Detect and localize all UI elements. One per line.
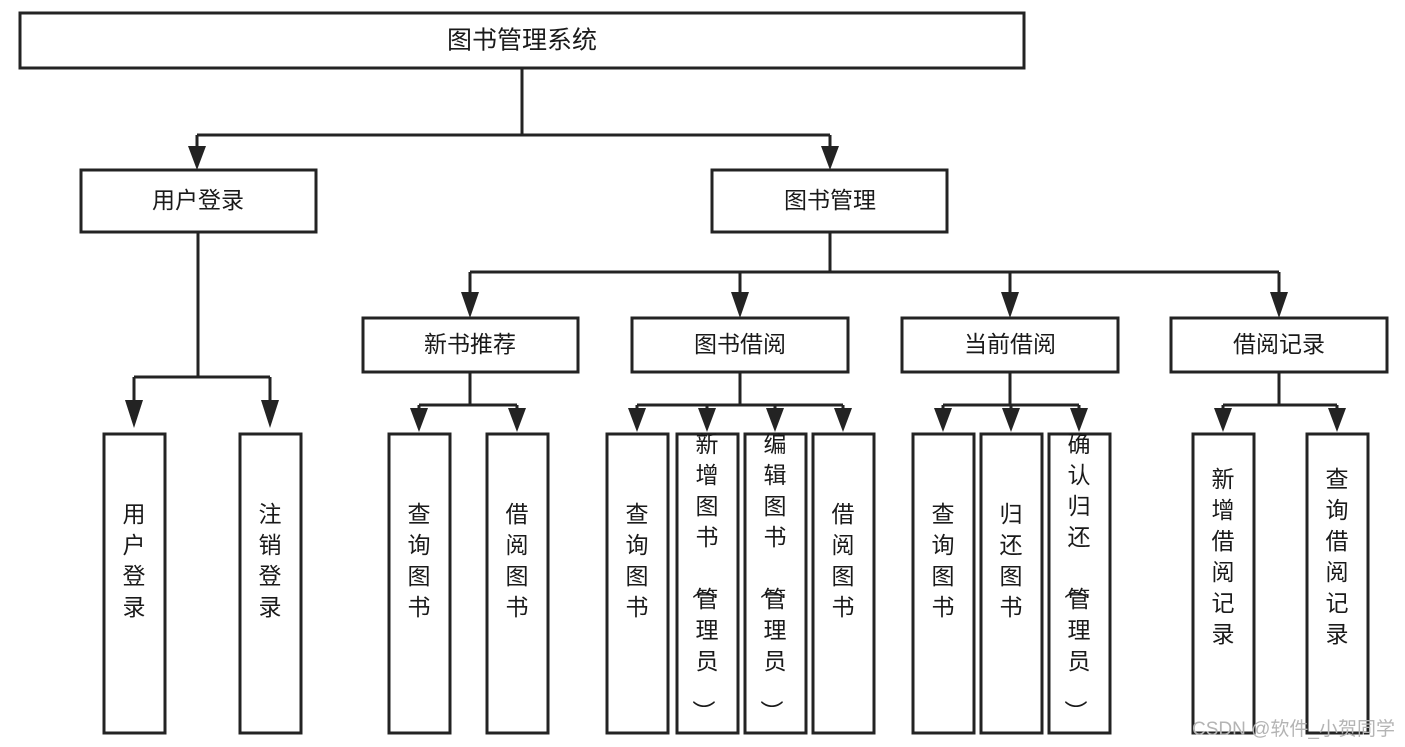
node-leaf-return-book[interactable]: 归还图书	[979, 432, 1044, 735]
node-leaf-return-book-box[interactable]	[979, 432, 1044, 735]
arrow-to-leaf-user-login	[125, 400, 143, 428]
node-leaf-query-record[interactable]: 查询借阅记录	[1305, 432, 1370, 735]
node-leaf-query-book-3[interactable]: 查询图书	[911, 432, 976, 735]
node-leaf-query-book-1-label: 查询图书	[408, 501, 431, 620]
arrow-root-to-book-manage	[821, 146, 839, 170]
node-leaf-user-login[interactable]: 用户登录	[102, 432, 167, 735]
connector-group-new-book-recommend	[410, 372, 526, 432]
node-leaf-edit-book-label: 编辑图书（管理员）	[759, 431, 787, 723]
node-leaf-query-book-1[interactable]: 查询图书	[387, 432, 452, 735]
node-leaf-edit-book[interactable]: 编辑图书（管理员）	[743, 431, 808, 735]
node-leaf-edit-book-box[interactable]	[743, 432, 808, 735]
connector-group-user-login	[125, 232, 279, 428]
node-leaf-borrow-book-1-box[interactable]	[485, 432, 550, 735]
node-current-borrow-label: 当前借阅	[964, 331, 1056, 357]
connector-group-book-borrow	[628, 372, 852, 432]
csdn-watermark: CSDN @软件_小贺同学	[1192, 719, 1395, 740]
node-leaf-borrow-book-2-label: 借阅图书	[832, 501, 855, 620]
arrow-to-leaf-query-book-1	[410, 408, 428, 432]
arrow-to-new-book-recommend	[461, 292, 479, 318]
connector-group-current-borrow	[934, 372, 1088, 432]
arrow-to-leaf-borrow-book-1	[508, 408, 526, 432]
node-borrow-record-label: 借阅记录	[1233, 331, 1325, 357]
node-leaf-confirm-return-label: 确认归还（管理员）	[1063, 431, 1091, 723]
node-user-login-label: 用户登录	[152, 187, 244, 213]
node-root-label: 图书管理系统	[447, 27, 597, 55]
node-leaf-user-logout-label: 注销登录	[259, 501, 282, 620]
arrow-to-leaf-add-record	[1214, 408, 1232, 432]
node-book-manage-box[interactable]	[710, 168, 949, 234]
node-leaf-user-logout[interactable]: 注销登录	[238, 432, 303, 735]
node-current-borrow[interactable]: 当前借阅	[900, 316, 1120, 374]
arrow-to-leaf-return-book	[1002, 408, 1020, 432]
node-leaf-user-logout-box[interactable]	[238, 432, 303, 735]
connector-group-book-manage	[461, 232, 1288, 318]
node-leaf-borrow-book-2-box[interactable]	[811, 432, 876, 735]
node-borrow-record[interactable]: 借阅记录	[1169, 316, 1389, 374]
arrow-to-leaf-add-book	[698, 408, 716, 432]
arrow-to-leaf-query-book-2	[628, 408, 646, 432]
node-leaf-return-book-label: 归还图书	[1000, 501, 1023, 620]
connector-group-root	[188, 68, 839, 170]
arrow-to-borrow-record	[1270, 292, 1288, 318]
node-leaf-user-login-label: 用户登录	[123, 501, 146, 620]
node-leaf-query-book-3-label: 查询图书	[932, 501, 955, 620]
node-user-login[interactable]: 用户登录	[79, 168, 318, 234]
node-leaf-add-record-label: 新增借阅记录	[1212, 466, 1235, 647]
node-leaf-query-book-2-label: 查询图书	[626, 501, 649, 620]
node-book-borrow-label: 图书借阅	[694, 331, 786, 357]
node-book-manage-label: 图书管理	[784, 187, 876, 213]
arrow-to-book-borrow	[731, 292, 749, 318]
connector-group-borrow-record	[1214, 372, 1346, 432]
node-leaf-query-book-2-box[interactable]	[605, 432, 670, 735]
node-leaf-query-book-1-box[interactable]	[387, 432, 452, 735]
node-leaf-confirm-return[interactable]: 确认归还（管理员）	[1047, 431, 1112, 735]
arrow-to-current-borrow	[1001, 292, 1019, 318]
node-leaf-borrow-book-1[interactable]: 借阅图书	[485, 432, 550, 735]
arrow-to-leaf-edit-book	[766, 408, 784, 432]
node-leaf-query-book-2[interactable]: 查询图书	[605, 432, 670, 735]
node-leaf-user-login-box[interactable]	[102, 432, 167, 735]
node-book-borrow-box[interactable]	[630, 316, 850, 374]
node-root[interactable]: 图书管理系统	[18, 11, 1026, 70]
node-leaf-add-record[interactable]: 新增借阅记录	[1191, 432, 1256, 735]
arrow-to-leaf-borrow-book-2	[834, 408, 852, 432]
node-leaf-query-record-box[interactable]	[1305, 432, 1370, 735]
arrow-to-leaf-confirm-return	[1070, 408, 1088, 432]
node-new-book-recommend[interactable]: 新书推荐	[361, 316, 580, 374]
arrow-root-to-user-login	[188, 146, 206, 170]
arrow-to-leaf-query-book-3	[934, 408, 952, 432]
node-leaf-borrow-book-2[interactable]: 借阅图书	[811, 432, 876, 735]
node-book-borrow[interactable]: 图书借阅	[630, 316, 850, 374]
node-leaf-query-book-3-box[interactable]	[911, 432, 976, 735]
arrow-to-leaf-query-record	[1328, 408, 1346, 432]
node-new-book-recommend-box[interactable]	[361, 316, 580, 374]
arrow-to-leaf-user-logout	[261, 400, 279, 428]
node-leaf-confirm-return-box[interactable]	[1047, 432, 1112, 735]
node-leaf-add-record-box[interactable]	[1191, 432, 1256, 735]
node-user-login-box[interactable]	[79, 168, 318, 234]
node-root-box[interactable]	[18, 11, 1026, 70]
node-new-book-recommend-label: 新书推荐	[424, 331, 516, 357]
node-book-manage[interactable]: 图书管理	[710, 168, 949, 234]
node-leaf-borrow-book-1-label: 借阅图书	[506, 501, 529, 620]
node-borrow-record-box[interactable]	[1169, 316, 1389, 374]
node-current-borrow-box[interactable]	[900, 316, 1120, 374]
node-leaf-add-book-box[interactable]	[675, 432, 740, 735]
node-leaf-add-book[interactable]: 新增图书（管理员）	[675, 431, 740, 735]
node-leaf-add-book-label: 新增图书（管理员）	[691, 431, 719, 723]
node-leaf-query-record-label: 查询借阅记录	[1326, 466, 1349, 647]
